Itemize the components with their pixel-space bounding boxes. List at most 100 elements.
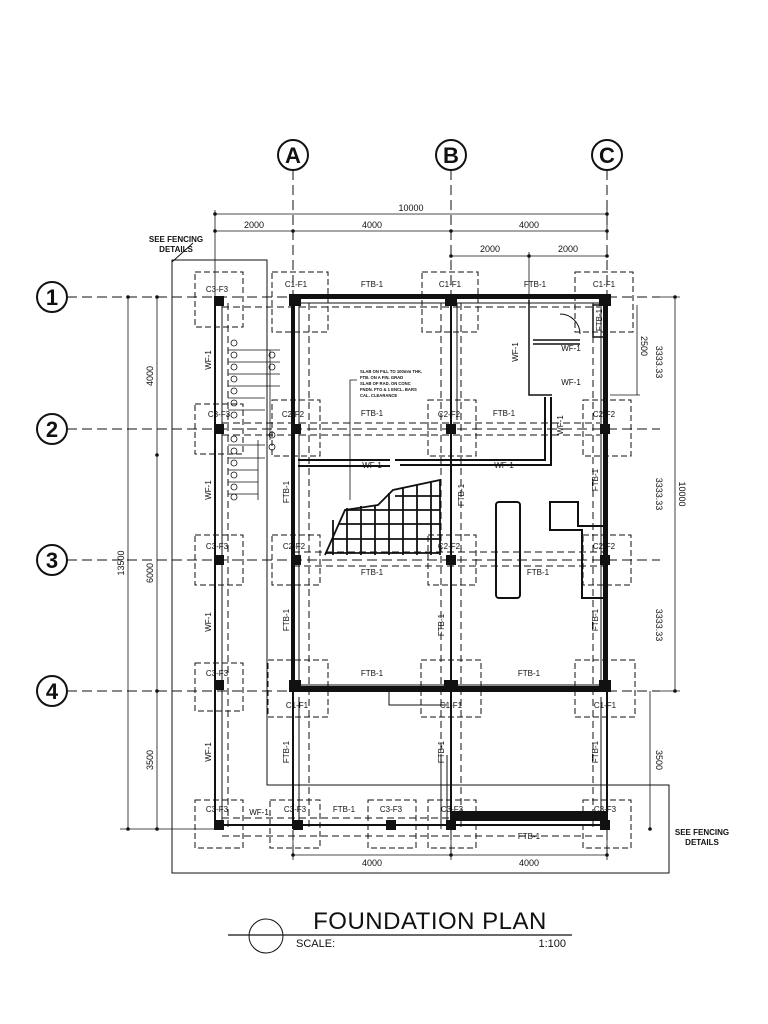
grid-label-3: 3 xyxy=(46,548,58,573)
tag-ftb: FTB-1 xyxy=(524,280,547,289)
slab-note: SLAB ON FILL TO 100mm THK. FTB. ON A FIN… xyxy=(360,369,422,398)
grid-label-4: 4 xyxy=(46,679,59,704)
tag-ftb: FTB-1 xyxy=(333,805,356,814)
dimension-ticks xyxy=(126,212,677,857)
tag-ftb: FTB-1 xyxy=(595,308,604,331)
grid-label-1: 1 xyxy=(46,285,58,310)
footing-tags: C3-F3 C1-F1 C1-F1 C1-F1 C3-F3 C2-F2 C2-F… xyxy=(206,280,617,814)
tag-ftb: FTB-1 xyxy=(361,568,384,577)
stair-pattern xyxy=(324,478,441,556)
interior-walls xyxy=(298,397,552,467)
dim-top-total: 10000 xyxy=(398,203,423,213)
grid-label-a: A xyxy=(285,143,301,168)
tag-c2f2: C2-F2 xyxy=(438,410,461,419)
tag-c1f1: C1-F1 xyxy=(593,280,616,289)
tag-c3f3: C3-F3 xyxy=(441,805,464,814)
tag-wf: WF-1 xyxy=(204,480,213,500)
toilet-enclosure xyxy=(528,300,608,396)
tag-ftb: FTB-1 xyxy=(457,483,466,506)
title-scale-label: SCALE: xyxy=(296,938,335,950)
dim-left-seg-3: 3500 xyxy=(145,750,155,770)
dim-bottom-1: 4000 xyxy=(362,858,382,868)
row-grid-bubbles: 1 2 3 4 xyxy=(36,281,68,707)
grid-label-b: B xyxy=(443,143,459,168)
tag-wf: WF-1 xyxy=(561,378,581,387)
grid-lines xyxy=(67,170,660,860)
dim-left-total: 13500 xyxy=(116,550,126,575)
title-block: FOUNDATION PLAN SCALE: 1:100 xyxy=(228,908,572,954)
left-staircase xyxy=(228,349,280,500)
tag-ftb: FTB-1 xyxy=(437,740,446,763)
tag-ftb: FTB-1 xyxy=(591,740,600,763)
tag-c1f1: C1-F1 xyxy=(440,701,463,710)
entry-detail xyxy=(388,691,448,829)
slab-note-line2: FTB. ON A FIN. GRAD xyxy=(360,375,403,380)
dim-bottom-2: 4000 xyxy=(519,858,539,868)
tag-wf: WF-1 xyxy=(204,612,213,632)
tag-c3f3: C3-F3 xyxy=(206,669,229,678)
columns xyxy=(214,294,611,830)
tag-ftb: FTB-1 xyxy=(527,568,550,577)
tag-wf: WF-1 xyxy=(561,344,581,353)
title-main: FOUNDATION PLAN xyxy=(313,908,547,935)
slab-note-line4: FNDN. FTG & 1 ENCL. BARS xyxy=(360,387,417,392)
foundation-walls xyxy=(214,296,608,829)
dim-top-right-2: 2000 xyxy=(558,244,578,254)
tag-ftb: FTB-1 xyxy=(591,468,600,491)
wall-footing-tags: WF-1 WF-1 WF-1 WF-1 WF-1 WF-1 WF-1 WF-1 … xyxy=(204,342,581,817)
tag-wf: WF-1 xyxy=(511,342,520,362)
tag-c3f3: C3-F3 xyxy=(206,542,229,551)
fencing-note-top-line1: SEE FENCING xyxy=(149,235,203,244)
foundation-walls-inner xyxy=(221,297,602,825)
dim-top-seg-3: 4000 xyxy=(519,220,539,230)
kitchen-counters xyxy=(495,501,605,599)
tag-c1f1: C1-F1 xyxy=(285,280,308,289)
dimension-lines xyxy=(120,210,680,860)
dim-right-seg-1: 3333.33 xyxy=(654,346,664,379)
tag-ftb: FTB-1 xyxy=(518,832,541,841)
tag-c3f3: C3-F3 xyxy=(284,805,307,814)
tag-c3f3: C3-F3 xyxy=(206,285,229,294)
tag-c2f2: C2-F2 xyxy=(593,410,616,419)
tag-c1f1: C1-F1 xyxy=(286,701,309,710)
tag-c1f1: C1-F1 xyxy=(594,701,617,710)
fencing-note-top-line2: DETAILS xyxy=(159,245,193,254)
fencing-note-bottom-line1: SEE FENCING xyxy=(675,828,729,837)
tag-wf: WF-1 xyxy=(494,461,514,470)
tag-ftb: FTB-1 xyxy=(361,409,384,418)
tag-ftb: FTB-1 xyxy=(361,669,384,678)
stair-markers xyxy=(230,339,276,501)
tag-c3f3: C3-F3 xyxy=(380,805,403,814)
dimension-labels: 10000 2000 4000 4000 2000 2000 13500 400… xyxy=(116,203,687,868)
dim-right-seg-2: 3333.33 xyxy=(654,478,664,511)
dim-right-seg-4: 3500 xyxy=(654,750,664,770)
slab-note-line1: SLAB ON FILL TO 100mm THK. xyxy=(360,369,422,374)
dim-right-seg-3: 3333.33 xyxy=(654,609,664,642)
tag-c2f2: C2-F2 xyxy=(283,542,306,551)
tag-ftb: FTB-1 xyxy=(437,613,446,636)
tag-c3f3: C3-F3 xyxy=(206,805,229,814)
title-symbol xyxy=(248,918,284,954)
tag-c2f2: C2-F2 xyxy=(593,542,616,551)
dim-left-seg-1: 4000 xyxy=(145,366,155,386)
dim-right-small: 2500 xyxy=(639,336,649,356)
tag-wf: WF-1 xyxy=(204,742,213,762)
note-leader xyxy=(349,379,357,500)
column-grid-bubbles: A B C xyxy=(277,139,623,171)
dim-top-seg-2: 4000 xyxy=(362,220,382,230)
tag-ftb: FTB-1 xyxy=(493,409,516,418)
tag-c1f1: C1-F1 xyxy=(439,280,462,289)
tag-c3f3: C3-F3 xyxy=(594,805,617,814)
beam-tags-vertical: FTB-1 FTB-1 FTB-1 FTB-1 FTB-1 FTB-1 FTB-… xyxy=(282,308,604,763)
tag-ftb: FTB-1 xyxy=(591,608,600,631)
tag-ftb: FTB-1 xyxy=(282,740,291,763)
tag-wf: WF-1 xyxy=(362,461,382,470)
dim-right-total: 10000 xyxy=(677,481,687,506)
tag-ftb: FTB-1 xyxy=(361,280,384,289)
dim-left-seg-2: 6000 xyxy=(145,563,155,583)
fencing-note-bottom-line2: DETAILS xyxy=(685,838,719,847)
footing-beams-dashed xyxy=(222,303,607,837)
fencing-notes: SEE FENCING DETAILS SEE FENCING DETAILS xyxy=(149,235,729,847)
tag-wf: WF-1 xyxy=(556,415,565,435)
